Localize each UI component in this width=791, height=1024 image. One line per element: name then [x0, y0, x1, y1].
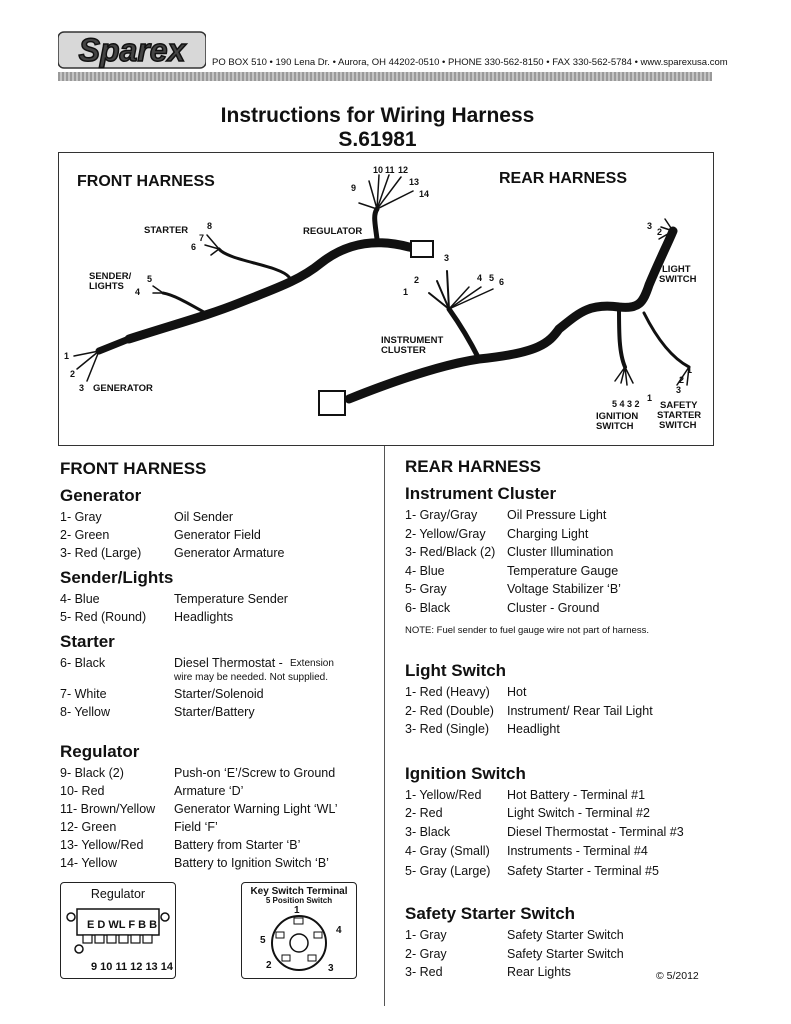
light-num-3: 3 — [647, 221, 653, 231]
regulator-terminal-box: Regulator E D WL F B B 9 10 11 12 13 14 — [60, 882, 176, 979]
instrument-cluster-heading: Instrument Cluster — [405, 484, 557, 503]
safety-num-3: 3 — [676, 385, 682, 395]
wire-num-12: 12 — [398, 165, 409, 175]
regulator-label: REGULATOR — [303, 226, 363, 237]
starter-note: wire may be needed. Not supplied. — [174, 672, 328, 683]
safety-label-line1: SAFETY — [660, 400, 698, 411]
wire-num-8: 8 — [207, 221, 213, 231]
regulator-box-title: Regulator — [90, 887, 146, 901]
wire-num-11: 11 — [385, 165, 395, 175]
copyright: © 5/2012 — [656, 970, 699, 982]
harness-drawing — [73, 174, 691, 416]
sender-label-line2: LIGHTS — [89, 281, 124, 292]
wire-num-2: 2 — [70, 369, 76, 379]
wire-num-6: 6 — [191, 242, 197, 252]
instrument-label-line1: INSTRUMENT — [381, 335, 444, 346]
wire-num-13: 13 — [409, 177, 420, 187]
column-divider — [384, 446, 385, 1006]
regulator-terminal-letters: E D WL F B B — [87, 919, 158, 931]
wire-num-5: 5 — [147, 274, 153, 284]
safety-starter-heading: Safety Starter Switch — [405, 904, 576, 923]
terminal-4-label: 4 — [336, 925, 342, 936]
fuel-sender-note: NOTE: Fuel sender to fuel gauge wire not… — [405, 625, 649, 636]
light-switch-label-line1: LIGHT — [662, 264, 691, 275]
rear-harness-heading: REAR HARNESS — [405, 457, 542, 476]
generator-label: GENERATOR — [93, 383, 153, 394]
front-harness-diagram-title: FRONT HARNESS — [77, 173, 215, 190]
terminal-2-label: 2 — [266, 960, 272, 971]
wire-num-14: 14 — [419, 189, 430, 199]
sparex-logo: Sparex — [57, 30, 207, 70]
terminal-1-label: 1 — [294, 905, 300, 916]
wire-num-4: 4 — [135, 287, 141, 297]
wire-num-10: 10 — [373, 165, 384, 175]
cluster-num-4: 4 — [477, 273, 483, 283]
ignition-label-line1: IGNITION — [596, 411, 639, 422]
key-switch-drawing — [271, 915, 327, 971]
logo-text: Sparex — [79, 32, 187, 68]
sender-label-line1: SENDER/ — [89, 271, 132, 282]
cluster-num-3: 3 — [444, 253, 450, 263]
page-title: Instructions for Wiring Harness — [220, 104, 535, 127]
sender-heading: Sender/Lights — [60, 568, 174, 587]
safety-num-2: 2 — [679, 375, 685, 385]
header-rule — [58, 72, 712, 81]
rear-harness-diagram-title: REAR HARNESS — [499, 170, 628, 187]
wiring-diagram: FRONT HARNESS REAR HARNESS STARTER REGUL… — [58, 152, 714, 446]
light-switch-label-line2: SWITCH — [659, 274, 697, 285]
wire-num-1: 1 — [64, 351, 70, 361]
cluster-num-5: 5 — [489, 273, 495, 283]
regulator-terminal-drawing — [66, 908, 170, 954]
ignition-label-line2: SWITCH — [596, 421, 634, 432]
safety-label-line2: STARTER — [657, 410, 702, 421]
safety-label-line3: SWITCH — [659, 420, 697, 431]
starter-heading: Starter — [60, 632, 115, 651]
regulator-heading: Regulator — [60, 742, 140, 761]
starter-label: STARTER — [144, 225, 189, 236]
part-number: S.61981 — [338, 128, 417, 151]
cluster-num-6: 6 — [499, 277, 505, 287]
ignition-nums: 5 4 3 2 — [612, 399, 640, 409]
cluster-num-1: 1 — [403, 287, 409, 297]
terminal-3-label: 3 — [328, 963, 334, 974]
light-num-2: 2 — [657, 227, 663, 237]
ignition-num-1: 1 — [647, 393, 653, 403]
wire-num-3: 3 — [79, 383, 85, 393]
wire-num-9: 9 — [351, 183, 357, 193]
front-harness-heading: FRONT HARNESS — [60, 459, 207, 478]
instrument-label-line2: CLUSTER — [381, 345, 426, 356]
regulator-terminal-numbers: 9 10 11 12 13 14 — [91, 961, 173, 973]
cluster-num-2: 2 — [414, 275, 420, 285]
light-switch-heading: Light Switch — [405, 661, 507, 680]
key-switch-box: Key Switch Terminal 5 Position Switch 1 … — [241, 882, 357, 979]
wire-num-7: 7 — [199, 233, 205, 243]
safety-num-1: 1 — [687, 365, 693, 375]
generator-heading: Generator — [60, 486, 142, 505]
company-address: PO BOX 510 • 190 Lena Dr. • Aurora, OH 4… — [212, 57, 728, 68]
terminal-5-label: 5 — [260, 935, 266, 946]
light-num-1: 1 — [668, 233, 674, 243]
key-switch-title: Key Switch Terminal — [250, 886, 348, 897]
ignition-switch-heading: Ignition Switch — [405, 764, 526, 783]
key-switch-subtitle: 5 Position Switch — [265, 896, 333, 905]
